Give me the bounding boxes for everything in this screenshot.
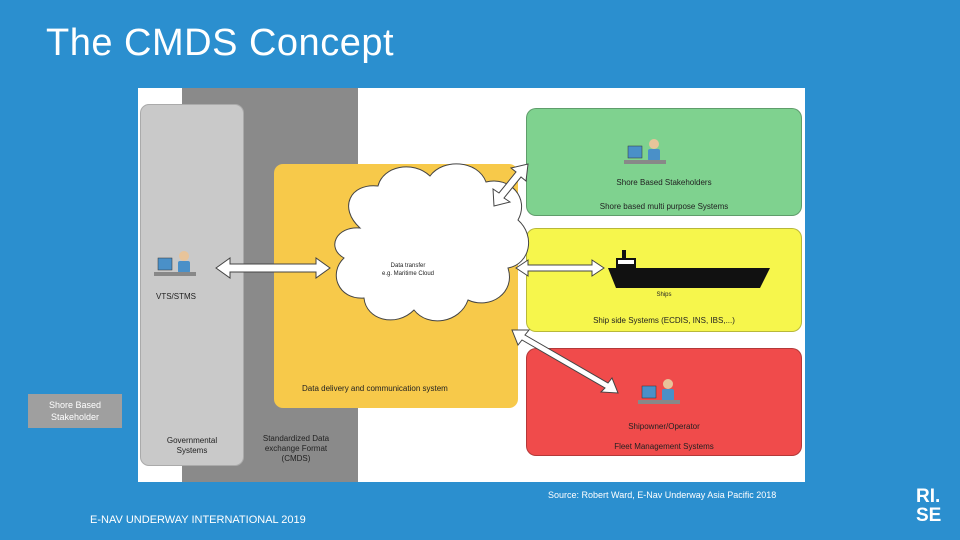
shore-systems-subtitle: Shore based multi purpose Systems [599, 202, 729, 211]
governmental-systems-label: Governmental Systems [166, 436, 218, 455]
shore-stakeholders-title: Shore Based Stakeholders [616, 178, 712, 187]
cmds-diagram: VTS/STMS Data transfer e.g. Maritime Clo… [138, 88, 805, 482]
cloud-label-line2: e.g. Maritime Cloud [382, 271, 435, 277]
source-citation: Source: Robert Ward, E-Nav Underway Asia… [548, 490, 777, 500]
shore-based-stakeholder-overlay: Shore Based Stakeholder [28, 394, 122, 428]
ship-systems-subtitle: Ship side Systems (ECDIS, INS, IBS,...) [593, 316, 735, 325]
cloud-label: Data transfer e.g. Maritime Cloud [382, 262, 434, 278]
diagram-graphics [154, 139, 770, 404]
ship-icon [608, 250, 770, 288]
arrow-cloud-shore [492, 163, 529, 207]
arrow-cloud-ship [515, 259, 605, 277]
rise-logo: RI. SE [916, 487, 950, 529]
data-delivery-label: Data delivery and communication system [302, 384, 448, 393]
footer-text: E-NAV UNDERWAY INTERNATIONAL 2019 [90, 514, 306, 526]
cmds-format-label: Standardized Data exchange Format (CMDS) [262, 434, 330, 463]
cloud-shape [334, 163, 529, 322]
shipowner-title: Shipowner/Operator [628, 422, 700, 431]
person-computer-icon [154, 251, 196, 276]
arrow-cloud-shipowner [511, 329, 619, 394]
fleet-systems-subtitle: Fleet Management Systems [614, 442, 714, 451]
logo-line1: RI. [916, 486, 941, 507]
person-computer-icon [624, 139, 666, 164]
vts-stms-label: VTS/STMS [156, 292, 197, 301]
person-computer-icon [638, 379, 680, 404]
slide-title: The CMDS Concept [46, 22, 395, 64]
cloud-label-line1: Data transfer [390, 263, 426, 269]
ships-title: Ships [656, 292, 672, 298]
logo-line2: SE [916, 505, 942, 526]
governmental-systems-column [140, 104, 244, 466]
arrow-vts-cloud [215, 257, 331, 279]
